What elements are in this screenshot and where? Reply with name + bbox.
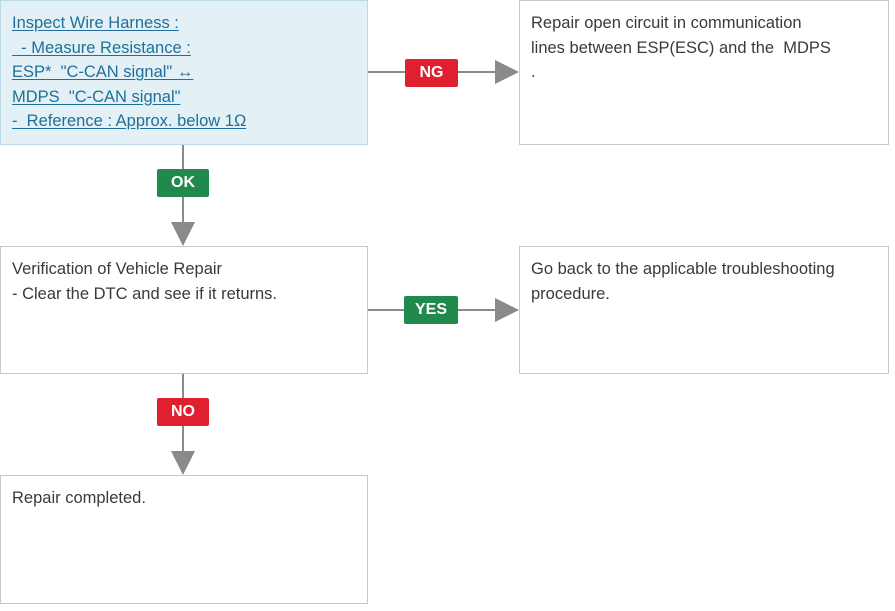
verification-line-2: - Clear the DTC and see if it returns.: [12, 284, 278, 303]
ok-badge: OK: [157, 169, 209, 197]
inspect-wire-harness-box: Inspect Wire Harness : - Measure Resista…: [0, 0, 368, 145]
inspect-line-1[interactable]: Inspect Wire Harness :: [12, 14, 179, 32]
go-back-line-1: Go back to the applicable troubleshootin…: [531, 260, 835, 278]
connector-ng-arrowhead: [495, 60, 519, 84]
connector-no-arrowhead: [171, 451, 195, 475]
completed-line-1: Repair completed.: [12, 489, 146, 507]
repair-open-line-1: Repair open circuit in communication: [531, 14, 802, 32]
repair-open-circuit-box: Repair open circuit in communication lin…: [519, 0, 889, 145]
go-back-box: Go back to the applicable troubleshootin…: [519, 246, 889, 374]
verification-line-1: Verification of Vehicle Repair: [12, 260, 223, 278]
yes-badge: YES: [404, 296, 458, 324]
repair-open-line-3: .: [531, 63, 536, 81]
inspect-line-2[interactable]: - Measure Resistance :: [12, 38, 191, 57]
verification-box: Verification of Vehicle Repair - Clear t…: [0, 246, 368, 374]
inspect-line-4[interactable]: MDPS "C-CAN signal": [12, 87, 181, 106]
repair-open-line-2: lines between ESP(ESC) and the MDPS: [531, 38, 831, 57]
connector-yes-arrowhead: [495, 298, 519, 322]
ng-badge: NG: [405, 59, 458, 87]
inspect-line-5[interactable]: - Reference : Approx. below 1Ω: [12, 112, 247, 130]
inspect-line-3[interactable]: ESP* "C-CAN signal" ↔: [12, 63, 194, 81]
repair-completed-box: Repair completed.: [0, 475, 368, 604]
go-back-line-2: procedure.: [531, 284, 610, 303]
no-badge: NO: [157, 398, 209, 426]
connector-ok-arrowhead: [171, 222, 195, 246]
